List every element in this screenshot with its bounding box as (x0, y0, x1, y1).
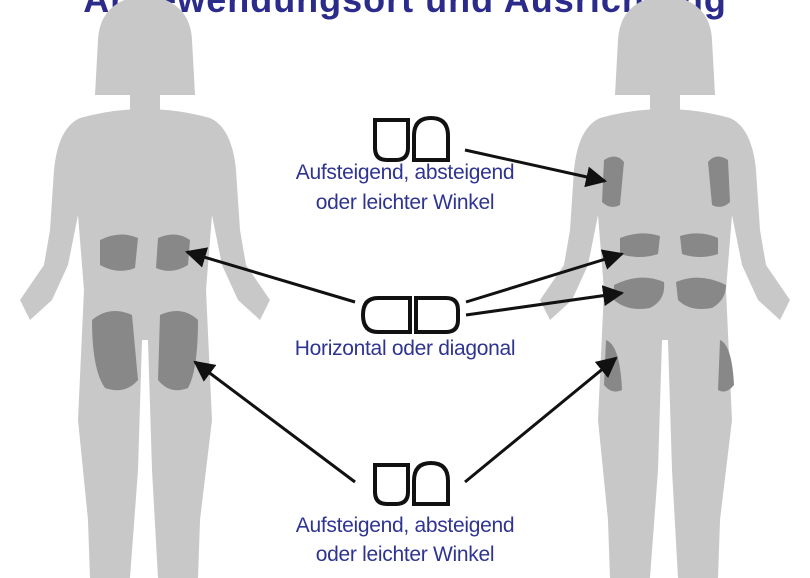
abdomen-site-left (100, 234, 138, 270)
arrow-to-front-abdomen (187, 252, 355, 302)
back-body-silhouette (540, 0, 790, 578)
horizontal-pods-icon (363, 298, 458, 332)
flank-site-right (680, 233, 718, 257)
vertical-pods-icon-top (375, 118, 448, 160)
vertical-pods-icon-bottom (375, 463, 448, 504)
arrow-to-back-thigh (465, 358, 616, 482)
thigh-back-site-right (718, 340, 734, 392)
lower-label-line2: oder leichter Winkel (255, 542, 555, 568)
flank-site-left (620, 233, 660, 257)
upper-label-line2: oder leichter Winkel (255, 190, 555, 216)
arrow-to-front-thigh (195, 362, 355, 482)
middle-label: Horizontal oder diagonal (255, 336, 555, 362)
lower-label-line1: Aufsteigend, absteigend (255, 513, 555, 539)
front-body-silhouette (20, 0, 270, 578)
abdomen-site-right (156, 234, 190, 270)
upper-label-line1: Aufsteigend, absteigend (255, 160, 555, 186)
